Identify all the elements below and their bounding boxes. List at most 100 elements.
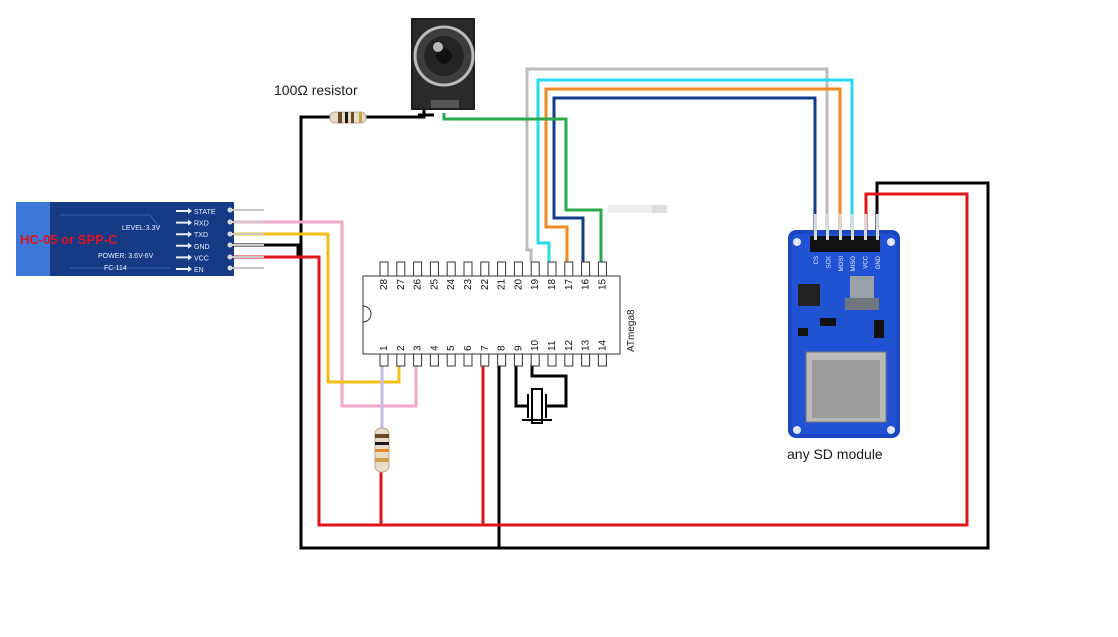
chip-pin-8 <box>497 353 507 367</box>
bt-pin-arrow-icon <box>176 231 192 238</box>
bt-pin-label-gnd: GND <box>194 244 210 251</box>
chip-pin-16 <box>581 261 591 277</box>
chip-pin-label-14: 14 <box>597 339 608 351</box>
bt-level-text: LEVEL:3.3V <box>122 225 160 232</box>
chip-pin-label-13: 13 <box>581 339 592 351</box>
chip-pin-label-6: 6 <box>463 345 474 351</box>
bt-pin-label-state: STATE <box>194 209 216 216</box>
pink-wire-rxd <box>232 220 418 408</box>
chip-pin-27 <box>396 261 406 277</box>
wires <box>232 67 990 550</box>
chip-pin-label-1: 1 <box>379 345 390 351</box>
chip-pin-7 <box>480 353 490 367</box>
chip-label: ATmega8 <box>626 309 637 352</box>
chip-pin-label-19: 19 <box>530 278 541 290</box>
gray-wire <box>525 67 829 262</box>
chip-pin-label-25: 25 <box>429 278 440 290</box>
chip-pin-21 <box>497 261 507 277</box>
chip-pin-label-23: 23 <box>463 278 474 290</box>
chip-pin-label-9: 9 <box>513 345 524 351</box>
chip-pin-9 <box>513 353 523 367</box>
chip-pin-14 <box>597 353 607 367</box>
chip-pin-label-15: 15 <box>597 278 608 290</box>
sd-pin-label-mosi: MOSI <box>839 256 845 272</box>
chip-pin-label-2: 2 <box>396 345 407 351</box>
chip-pin-label-8: 8 <box>497 345 508 351</box>
resistor-label: 100Ω resistor <box>274 82 358 98</box>
chip-pin-label-7: 7 <box>480 345 491 351</box>
chip-pin-4 <box>429 353 439 367</box>
bt-pin-labels: STATE RXD TXD GND VCC EN <box>176 208 216 274</box>
chip-pin-6 <box>463 353 473 367</box>
chip-pin-11 <box>547 353 557 367</box>
sd-header-pins <box>814 214 879 240</box>
power-wire-bt <box>232 192 969 527</box>
chip-pin-19 <box>530 261 540 277</box>
smudge <box>608 205 668 213</box>
chip-pin-17 <box>564 261 574 277</box>
chip-pin-label-16: 16 <box>581 278 592 290</box>
bt-pin-label-vcc: VCC <box>194 255 209 262</box>
bt-pin-label-en: EN <box>194 267 204 274</box>
sd-pin-label-cs: CS <box>814 256 820 264</box>
resistor-reset <box>374 427 390 473</box>
chip-pin-23 <box>463 261 473 277</box>
chip-pin-5 <box>446 353 456 367</box>
orange-wire <box>544 87 842 262</box>
smudge-end <box>652 205 666 213</box>
resistor-100-ohm <box>329 111 367 124</box>
bt-pin-arrow-icon <box>176 208 192 214</box>
sd-pin-label-gnd: GND <box>876 255 882 269</box>
chip-pin-15 <box>597 261 607 277</box>
green-wire-speaker <box>442 113 603 262</box>
chip-pin-22 <box>480 261 490 277</box>
ground-wire-bt <box>232 243 300 256</box>
chip-notch <box>362 305 372 323</box>
chip-pin-label-4: 4 <box>429 345 440 351</box>
chip-pin-label-28: 28 <box>379 278 390 290</box>
crystal-wire <box>514 364 568 408</box>
chip-pin-label-5: 5 <box>446 345 457 351</box>
resistor-right-lead <box>366 110 426 119</box>
navy-wire <box>552 96 817 262</box>
chip-pin-13 <box>581 353 591 367</box>
bluetooth-module: STATE RXD TXD GND VCC EN LEVEL:3.3V POWER: 3.… <box>16 202 264 276</box>
bt-power-text: POWER: 3.6V-6V <box>98 253 154 260</box>
chip-pin-label-24: 24 <box>446 278 457 290</box>
yellow-wire-txd <box>232 232 401 384</box>
bt-pin-arrow-icon <box>176 219 192 226</box>
chip-pin-label-27: 27 <box>396 278 407 290</box>
bt-pin-arrow-icon <box>176 242 192 249</box>
chip-pin-25 <box>429 261 439 277</box>
bt-pin-arrow-icon <box>176 254 192 261</box>
crystal <box>522 388 552 424</box>
sd-module-label: any SD module <box>787 446 883 462</box>
chip-pin-label-10: 10 <box>530 339 541 351</box>
sd-pin-label-vcc: VCC <box>864 255 870 268</box>
bt-pin-arrow-icon <box>176 266 192 272</box>
chip-pin-28 <box>379 261 389 277</box>
chip-pin-3 <box>413 353 423 367</box>
chip-pin-label-21: 21 <box>497 278 508 290</box>
chip-pin-10 <box>530 353 540 367</box>
speaker <box>411 18 475 110</box>
cyan-wire <box>536 78 854 262</box>
bt-module-label: HC-05 or SPP-C <box>20 232 118 247</box>
ground-wire-loop <box>299 113 990 550</box>
chip-pin-20 <box>513 261 523 277</box>
chip-pin-26 <box>413 261 423 277</box>
chip-pin-1 <box>379 353 389 367</box>
chip-pin-label-3: 3 <box>413 345 424 351</box>
bt-pin-label-rxd: RXD <box>194 221 209 228</box>
sd-pin-label-sck: SCK <box>826 256 832 268</box>
bt-model-text: FC-114 <box>104 265 127 272</box>
chip-pin-label-22: 22 <box>480 278 491 290</box>
chip-pin-label-12: 12 <box>564 339 575 351</box>
chip-pin-label-26: 26 <box>413 278 424 290</box>
chip-pin-24 <box>446 261 456 277</box>
bt-pin-label-txd: TXD <box>194 232 208 239</box>
